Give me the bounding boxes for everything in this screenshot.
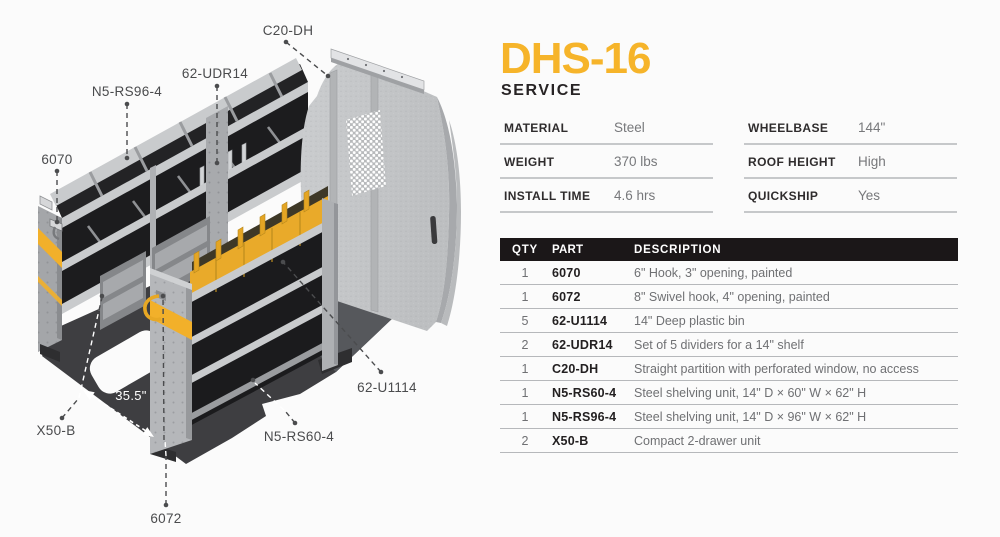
spec-label: MATERIAL [504, 121, 569, 135]
partition-handle [430, 216, 438, 245]
cell-description: 6" Hook, 3" opening, painted [634, 265, 793, 280]
pillar [150, 268, 192, 462]
spec-label: INSTALL TIME [504, 189, 591, 203]
column-header-description: DESCRIPTION [634, 243, 722, 256]
table-row: 5 62-U1114 14" Deep plastic bin [500, 309, 958, 333]
cell-qty: 1 [521, 409, 529, 424]
cell-description: 14" Deep plastic bin [634, 313, 745, 328]
table-row: 1 6070 6" Hook, 3" opening, painted [500, 261, 958, 285]
end-panel [38, 195, 62, 362]
spec-label: WHEELBASE [748, 121, 829, 135]
spec-value: Yes [858, 188, 881, 203]
cell-description: Compact 2-drawer unit [634, 433, 761, 448]
spec-col-left: MATERIAL Steel WEIGHT 370 lbs INSTALL TI… [500, 111, 713, 213]
cell-description: Steel shelving unit, 14" D × 60" W × 62"… [634, 385, 867, 400]
column-header-qty: QTY [511, 243, 539, 256]
label-n5-rs60: N5-RS60-4 [263, 429, 335, 444]
label-c20-dh: C20-DH [262, 23, 314, 38]
spec-row-roof-height: ROOF HEIGHT High [744, 145, 957, 179]
cell-part: N5-RS96-4 [552, 409, 617, 424]
dimension-arrow [83, 390, 154, 437]
leader-lines [56, 41, 382, 505]
table-row: 2 62-UDR14 Set of 5 dividers for a 14" s… [500, 333, 958, 357]
cell-qty: 1 [521, 361, 529, 376]
spec-row-wheelbase: WHEELBASE 144" [744, 111, 957, 145]
parts-table: QTY PART DESCRIPTION 1 6070 6" Hook, 3" … [500, 238, 958, 453]
spec-value: 144" [858, 120, 886, 135]
spec-label: ROOF HEIGHT [748, 155, 836, 169]
cell-part: 6070 [552, 265, 581, 280]
column-header-part: PART [552, 243, 584, 256]
cell-qty: 5 [521, 313, 529, 328]
cell-part: N5-RS60-4 [552, 385, 617, 400]
cell-part: 6072 [552, 289, 581, 304]
spec-value: 4.6 hrs [614, 188, 656, 203]
cell-part: C20-DH [552, 361, 599, 376]
perforated-window [346, 110, 386, 196]
label-62-udr14: 62-UDR14 [181, 66, 249, 81]
spec-row-weight: WEIGHT 370 lbs [500, 145, 713, 179]
cell-qty: 2 [521, 433, 529, 448]
parts-table-header: QTY PART DESCRIPTION [500, 238, 958, 261]
spec-row-material: MATERIAL Steel [500, 111, 713, 145]
cell-qty: 1 [521, 385, 529, 400]
mounting-bar [330, 48, 425, 94]
dimension-label: 35.5" [115, 388, 147, 403]
label-x50-b: X50-B [36, 423, 76, 438]
shelving-unit-60-illustration [143, 186, 352, 462]
cell-description: 8" Swivel hook, 4" opening, painted [634, 289, 830, 304]
label-6072: 6072 [150, 511, 182, 526]
cell-qty: 2 [521, 337, 529, 352]
table-row: 1 C20-DH Straight partition with perfora… [500, 357, 958, 381]
spec-value: High [858, 154, 886, 169]
spec-label: QUICKSHIP [748, 189, 819, 203]
page-subtitle: SERVICE [501, 82, 583, 99]
leader-dots [54, 39, 384, 508]
cell-description: Set of 5 dividers for a 14" shelf [634, 337, 804, 352]
spec-row-install-time: INSTALL TIME 4.6 hrs [500, 179, 713, 213]
product-illustration: C20-DH 62-UDR14 N5-RS96-4 6070 X50-B 607… [0, 0, 490, 537]
spec-row-quickship: QUICKSHIP Yes [744, 179, 957, 213]
spec-col-right: WHEELBASE 144" ROOF HEIGHT High QUICKSHI… [744, 111, 957, 213]
leader-lines-on-floor [78, 309, 285, 457]
table-row: 1 N5-RS60-4 Steel shelving unit, 14" D ×… [500, 381, 958, 405]
table-row: 1 6072 8" Swivel hook, 4" opening, paint… [500, 285, 958, 309]
cell-description: Steel shelving unit, 14" D × 96" W × 62"… [634, 409, 867, 424]
spec-value: 370 lbs [614, 154, 658, 169]
spec-value: Steel [614, 120, 645, 135]
cell-description: Straight partition with perforated windo… [634, 361, 919, 376]
table-row: 2 X50-B Compact 2-drawer unit [500, 429, 958, 453]
cell-qty: 1 [521, 289, 529, 304]
label-n5-rs96: N5-RS96-4 [91, 84, 163, 99]
label-62-u1114: 62-U1114 [357, 380, 417, 395]
spec-label: WEIGHT [504, 155, 555, 169]
cell-part: 62-U1114 [552, 313, 608, 328]
cell-qty: 1 [521, 265, 529, 280]
cell-part: X50-B [552, 433, 589, 448]
cell-part: 62-UDR14 [552, 337, 613, 352]
spec-grid: MATERIAL Steel WEIGHT 370 lbs INSTALL TI… [500, 111, 957, 213]
label-6070: 6070 [41, 152, 73, 167]
page-title: DHS-16 [500, 34, 651, 83]
table-row: 1 N5-RS96-4 Steel shelving unit, 14" D ×… [500, 405, 958, 429]
shelving-unit-96-illustration [38, 58, 308, 362]
shelving-package-drawing [38, 39, 461, 508]
